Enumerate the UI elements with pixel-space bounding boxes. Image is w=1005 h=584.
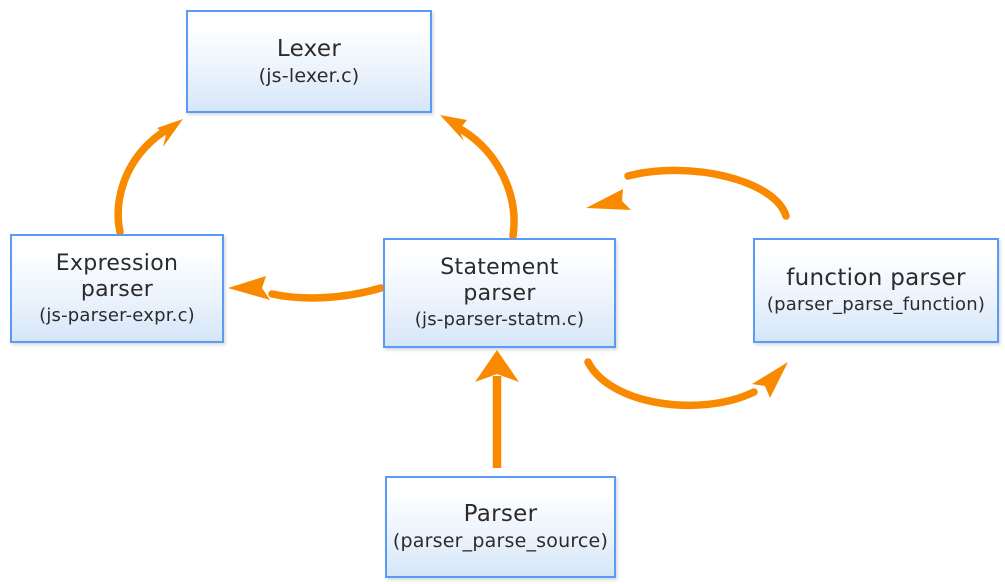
node-parser-subtitle: (parser_parse_source) (392, 530, 609, 553)
node-function-parser-title: function parser (786, 265, 966, 292)
node-lexer-subtitle: (js-lexer.c) (258, 64, 360, 87)
node-function-parser[interactable]: function parser (parser_parse_function) (753, 238, 999, 343)
node-expression-parser-subtitle: (js-parser-expr.c) (39, 304, 195, 326)
node-function-parser-subtitle: (parser_parse_function) (766, 294, 986, 316)
node-statement-parser[interactable]: Statement parser (js-parser-statm.c) (383, 238, 616, 348)
node-parser[interactable]: Parser (parser_parse_source) (385, 476, 616, 578)
edge-parser-to-statement-parser (475, 350, 519, 468)
edge-statement-parser-to-expression-parser (228, 276, 385, 302)
node-expression-parser[interactable]: Expression parser (js-parser-expr.c) (10, 234, 224, 343)
edge-function-parser-to-statement-parser (586, 166, 790, 220)
node-lexer-title: Lexer (276, 35, 342, 62)
node-lexer[interactable]: Lexer (js-lexer.c) (186, 10, 432, 113)
node-statement-parser-title: Statement parser (440, 255, 559, 307)
node-expression-parser-title: Expression parser (55, 250, 179, 302)
edge-statement-parser-to-lexer (440, 115, 518, 240)
node-statement-parser-subtitle: (js-parser-statm.c) (414, 309, 585, 331)
edge-expression-parser-to-lexer (114, 119, 183, 236)
node-parser-title: Parser (463, 501, 538, 528)
edge-statement-parser-to-function-parser (584, 358, 788, 410)
